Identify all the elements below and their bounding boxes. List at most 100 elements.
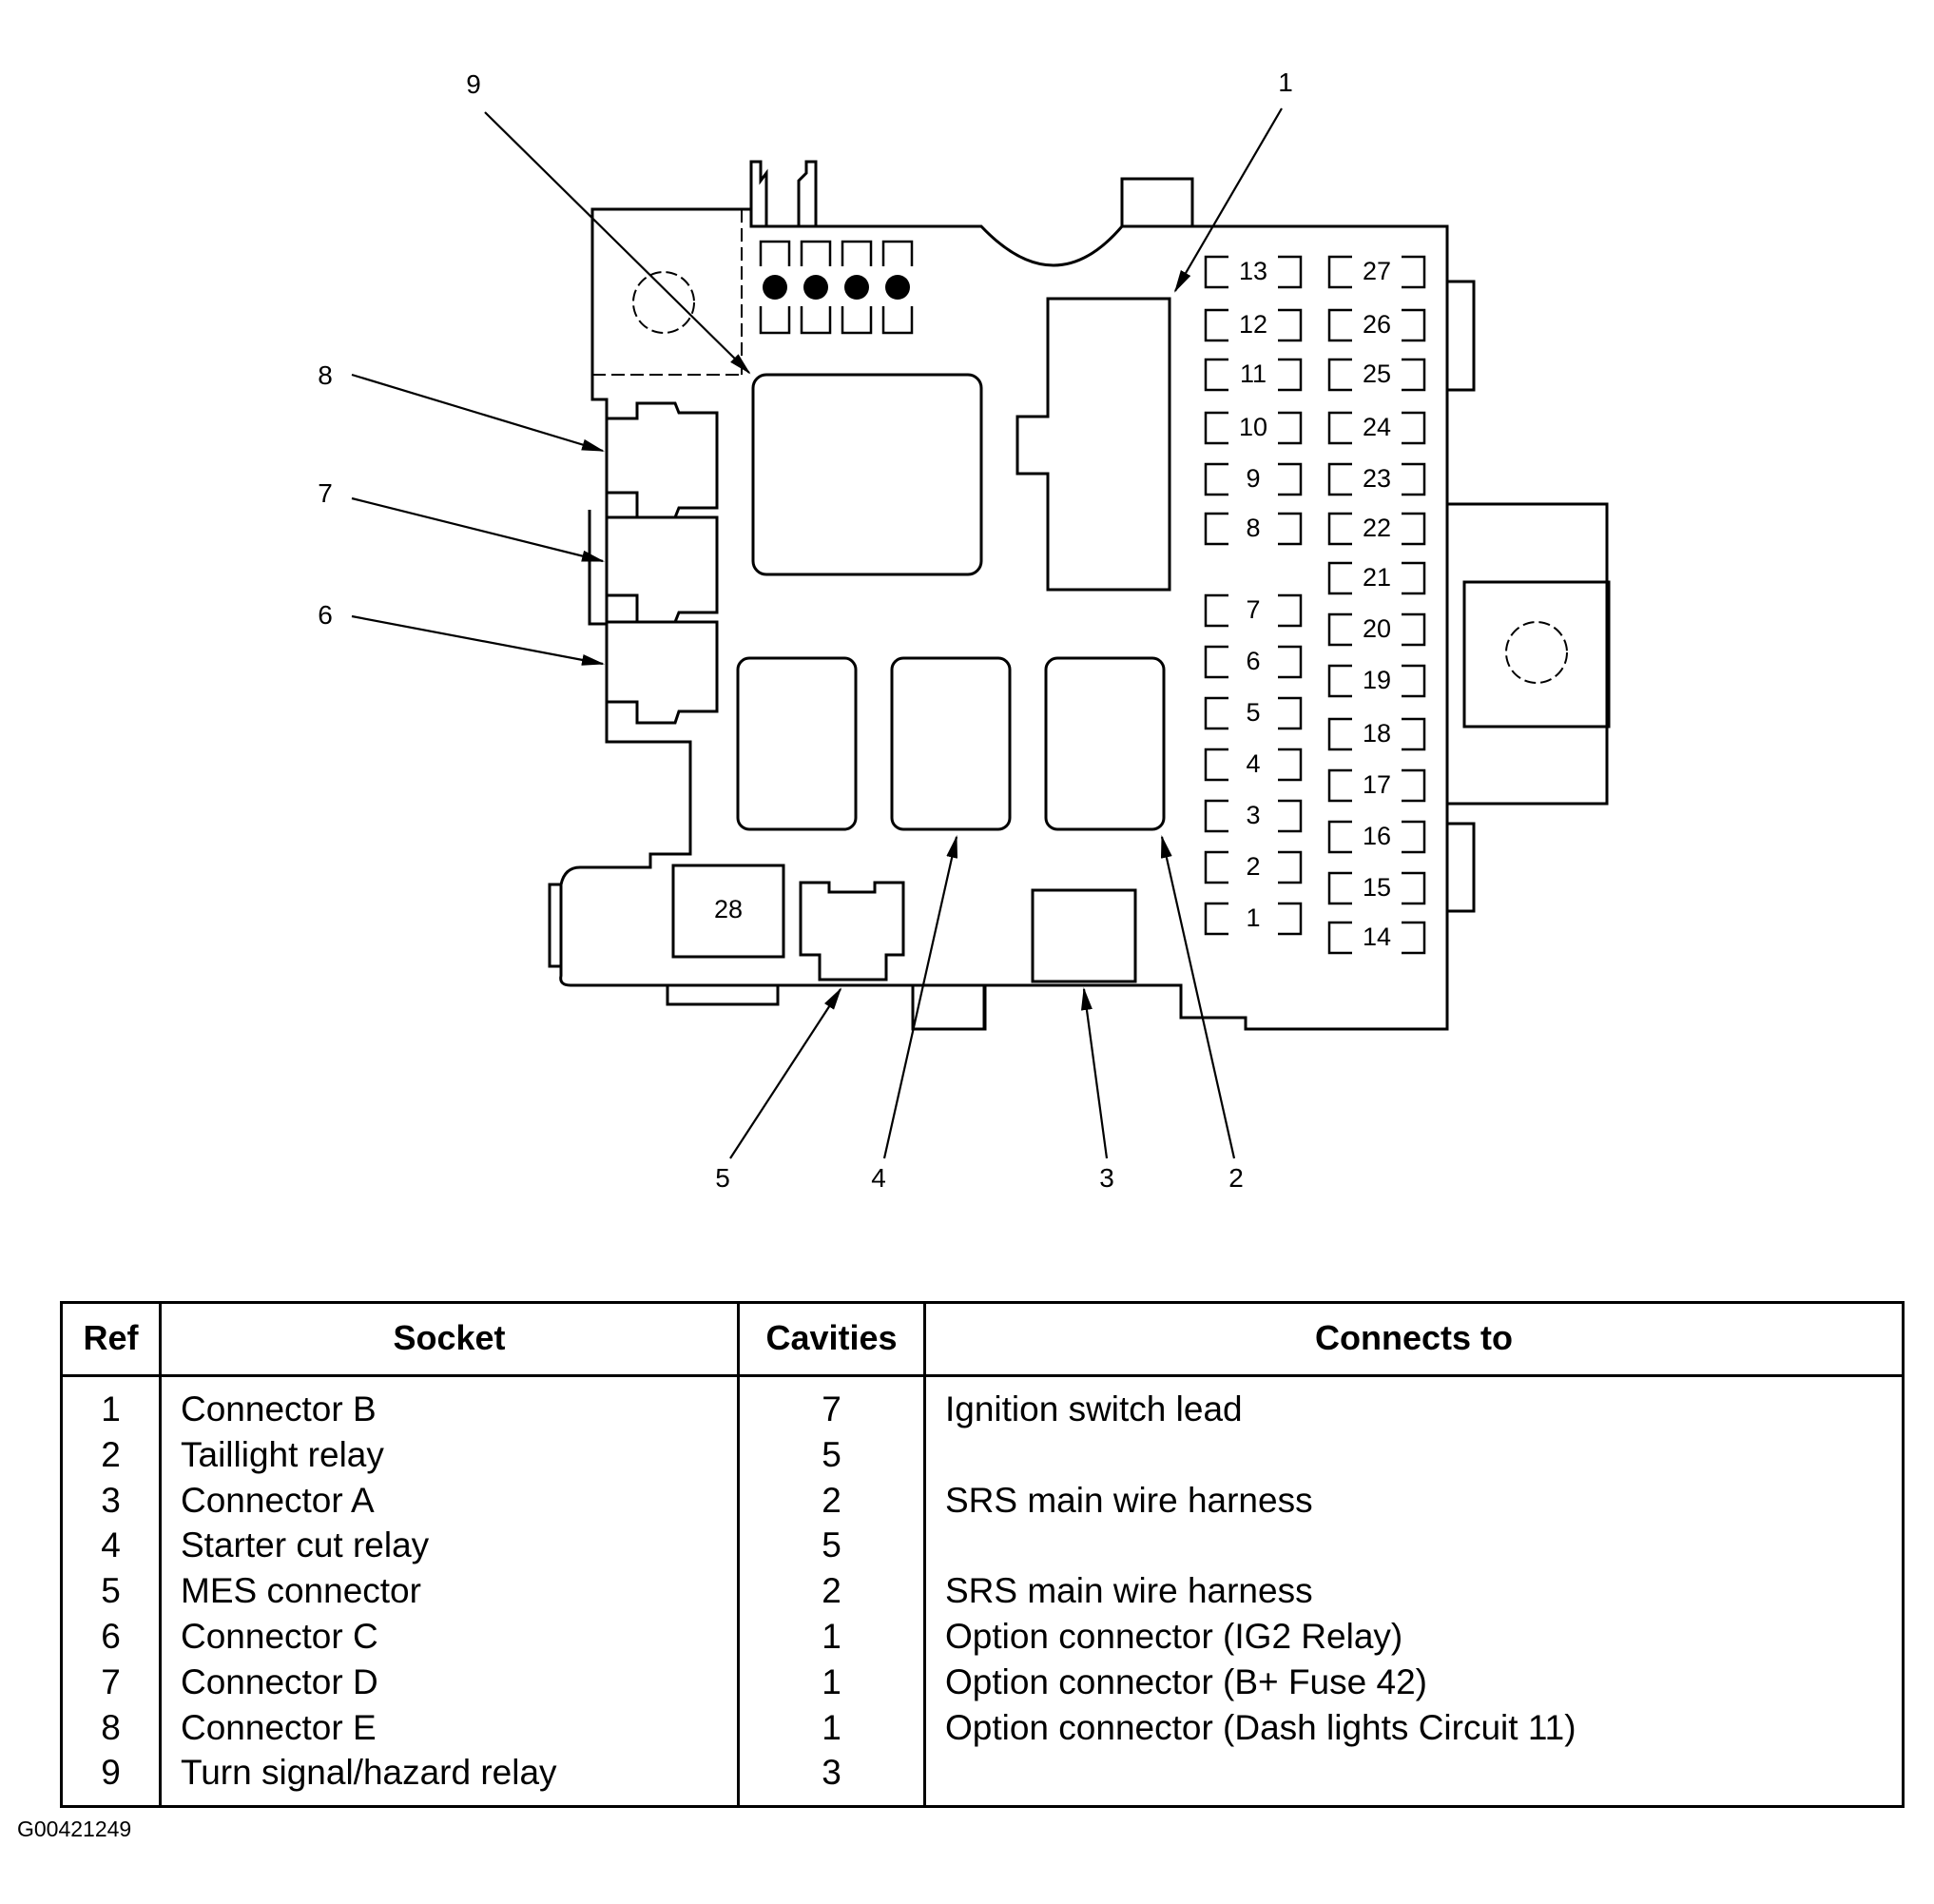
fuse-number: 16 [1363,822,1391,850]
fuse-number: 6 [1246,647,1260,675]
fuse-slot-5: 5 [1204,696,1303,730]
fuse-number: 19 [1363,666,1391,694]
ref-cell: 9 [60,1750,162,1807]
fuse-number: 15 [1363,873,1391,902]
fuse-slot-18: 18 [1327,717,1426,751]
fuse-box-housing [548,160,1611,1031]
table-row: 5 MES connector 2 SRS main wire harness [60,1568,1905,1614]
relay-sockets [736,656,1166,831]
fuse-number: 25 [1363,359,1391,388]
table-row: 7 Connector D 1 Option connector (B+ Fus… [60,1659,1905,1705]
connector-e-socket [607,401,719,519]
reference-table: Ref Socket Cavities Connects to 1 Connec… [60,1301,1905,1809]
cavities-cell: 1 [737,1704,926,1751]
fuse-28-socket [671,864,785,959]
fuse-number: 7 [1246,595,1260,624]
ref-cell: 1 [60,1375,162,1432]
connects-to-cell [923,1750,1905,1807]
connects-to-cell: Option connector (B+ Fuse 42) [923,1659,1905,1705]
table-row: 6 Connector C 1 Option connector (IG2 Re… [60,1613,1905,1660]
connects-to-cell: Option connector (Dash lights Circuit 11… [923,1704,1905,1751]
connects-to-cell: SRS main wire harness [923,1568,1905,1614]
fuse-slot-15: 15 [1327,871,1426,905]
fuse-slot-10: 10 [1204,411,1303,445]
table-header-row: Ref Socket Cavities Connects to [60,1301,1905,1377]
fuse-number: 5 [1246,698,1260,727]
socket-cell: Connector D [159,1659,740,1705]
fuse-slot-11: 11 [1204,358,1303,392]
fuse-slot-14: 14 [1327,921,1426,955]
cavities-cell: 5 [737,1523,926,1569]
header-socket: Socket [159,1301,740,1377]
ref-cell: 8 [60,1704,162,1751]
cavities-cell: 7 [737,1375,926,1432]
table-row: 1 Connector B 7 Ignition switch lead [60,1375,1905,1432]
fuse-number: 24 [1363,413,1391,441]
fuse-number: 10 [1239,413,1267,441]
fuse-slot-17: 17 [1327,768,1426,803]
fuse-number: 26 [1363,310,1391,339]
connector-c-socket [607,620,719,725]
fuse-number: 18 [1363,719,1391,748]
table-row: 8 Connector E 1 Option connector (Dash l… [60,1704,1905,1751]
callout-1: 1 [1278,68,1293,97]
fuse-slot-26: 26 [1327,308,1426,342]
callout-7: 7 [318,478,333,508]
connector-b-socket [1015,297,1171,592]
taillight-relay-socket [1044,656,1166,831]
fuse-number: 11 [1240,359,1267,388]
fuse-number: 4 [1246,749,1260,778]
header-connects-to: Connects to [923,1301,1905,1377]
header-cavities: Cavities [737,1301,926,1377]
connects-to-cell: Option connector (IG2 Relay) [923,1613,1905,1660]
fuse-slot-7: 7 [1204,593,1303,628]
fuse-number: 17 [1363,770,1391,799]
socket-cell: Taillight relay [159,1431,740,1478]
callout-6: 6 [318,600,333,630]
fuse-number: 8 [1246,514,1260,542]
starter-cut-relay-socket [890,656,1012,831]
connects-to-cell [923,1523,1905,1569]
fuse-number: 20 [1363,614,1391,643]
fuse-slot-23: 23 [1327,462,1426,496]
fuse-slot-16: 16 [1327,820,1426,854]
fuse-slot-20: 20 [1327,612,1426,647]
table-row: 3 Connector A 2 SRS main wire harness [60,1477,1905,1524]
fuse-slot-6: 6 [1204,645,1303,679]
fuse-slot-21: 21 [1327,561,1426,595]
cavities-cell: 3 [737,1750,926,1807]
connects-to-cell [923,1431,1905,1478]
fuse-slots: 1312111098765432127262524232221201918171… [1204,255,1426,955]
callout-5: 5 [715,1163,730,1193]
header-ref: Ref [60,1301,162,1377]
turn-signal-relay-socket [751,373,983,576]
cavities-cell: 5 [737,1431,926,1478]
mes-connector-socket [799,881,905,981]
fuse-slot-9: 9 [1204,462,1303,496]
callout-2: 2 [1228,1163,1244,1193]
ref-cell: 2 [60,1431,162,1478]
table-row: 9 Turn signal/hazard relay 3 [60,1750,1905,1807]
socket-cell: Connector A [159,1477,740,1524]
fuse-number: 12 [1239,310,1267,339]
fuse-number: 9 [1246,464,1260,493]
table-row: 2 Taillight relay 5 [60,1431,1905,1478]
callout-4: 4 [871,1163,886,1193]
fuse-slot-4: 4 [1204,748,1303,782]
fuse-slot-22: 22 [1327,512,1426,546]
fuse-slot-12: 12 [1204,308,1303,342]
fuse-number: 13 [1239,257,1267,285]
fuse-slot-27: 27 [1327,255,1426,289]
fuse-slot-8: 8 [1204,512,1303,546]
fuse-number: 14 [1363,923,1391,951]
fuse-number: 21 [1363,563,1391,592]
callout-8: 8 [318,360,333,390]
fuse-slot-24: 24 [1327,411,1426,445]
cavities-cell: 2 [737,1477,926,1524]
cavities-cell: 1 [737,1613,926,1660]
fuse-slot-2: 2 [1204,850,1303,884]
cavities-cell: 2 [737,1568,926,1614]
ref-cell: 7 [60,1659,162,1705]
ref-cell: 4 [60,1523,162,1569]
terminal-dots [763,275,910,300]
